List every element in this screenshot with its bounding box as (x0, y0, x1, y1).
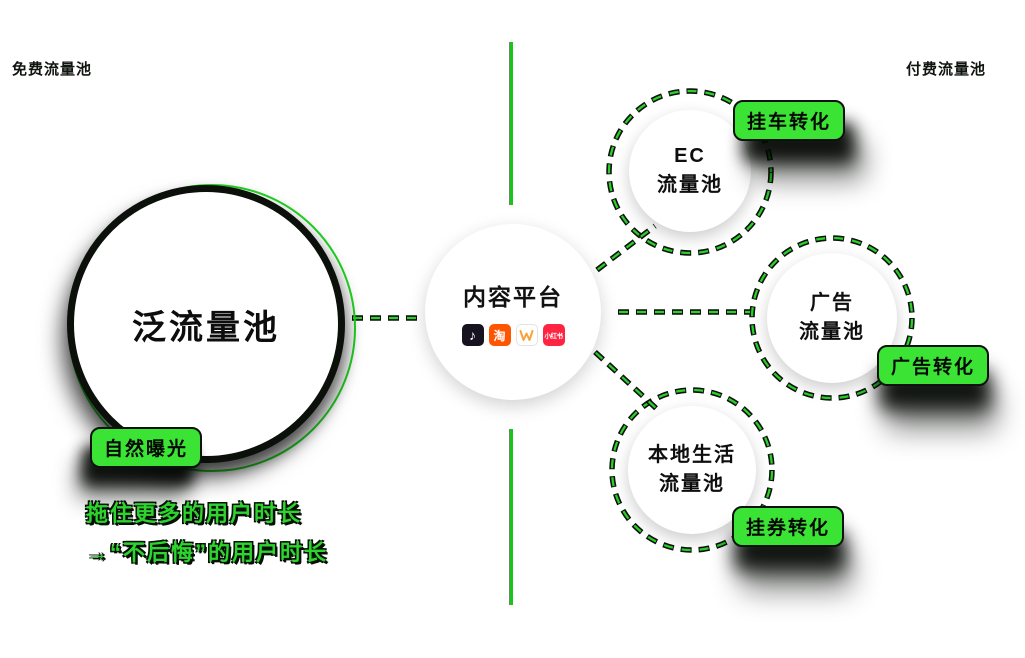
ec-pool-title-line2: 流量池 (657, 174, 723, 196)
wechat-channels-glyph (519, 329, 534, 341)
platform-icon-row: ♪ 淘 小红书 (461, 324, 565, 346)
wechat-channels-icon (515, 324, 538, 346)
content-platform-title: 内容平台 (463, 284, 563, 310)
connector-center-locallife (593, 349, 660, 413)
paid-traffic-pool-label: 付费流量池 (906, 61, 987, 78)
user-duration-note-line2: →“不后悔”的用户时长 (86, 539, 329, 565)
ad-traffic-pool-circle: 广告 流量池 (767, 253, 897, 383)
connector-center-ecpool (595, 223, 657, 273)
center-divider-top-segment (510, 42, 513, 205)
ec-traffic-pool-circle: EC 流量池 (629, 110, 751, 232)
ec-pool-title-line1: EC (674, 145, 706, 167)
taobao-icon: 淘 (488, 324, 511, 346)
content-platform-circle: 内容平台 ♪ 淘 小红书 (425, 224, 601, 400)
ad-pool-dashed-ring (749, 235, 915, 401)
free-traffic-pool-label: 免费流量池 (12, 61, 93, 78)
natural-exposure-badge: 自然曝光 (90, 427, 203, 468)
general-traffic-pool-title: 泛流量池 (132, 308, 280, 347)
local-life-pool-title-line2: 流量池 (659, 473, 725, 495)
user-duration-note: 拖住更多的用户时长 →“不后悔”的用户时长 (86, 495, 328, 572)
center-divider-bottom-segment (510, 429, 513, 605)
local-life-pool-title-line1: 本地生活 (648, 444, 736, 466)
local-life-pool-dashed-ring (609, 387, 775, 553)
ad-pool-title-line1: 广告 (810, 292, 854, 314)
xiaohongshu-icon: 小红书 (542, 324, 565, 346)
ec-pool-dashed-ring (606, 88, 774, 256)
ad-pool-title-line2: 流量池 (799, 321, 865, 343)
douyin-icon: ♪ (461, 324, 484, 346)
ad-conversion-badge: 广告转化 (877, 345, 990, 386)
coupon-conversion-badge: 挂券转化 (732, 506, 845, 547)
user-duration-note-line1: 拖住更多的用户时长 (86, 501, 303, 526)
general-traffic-pool-circle: 泛流量池 (67, 185, 345, 463)
cart-conversion-badge: 挂车转化 (733, 100, 846, 141)
